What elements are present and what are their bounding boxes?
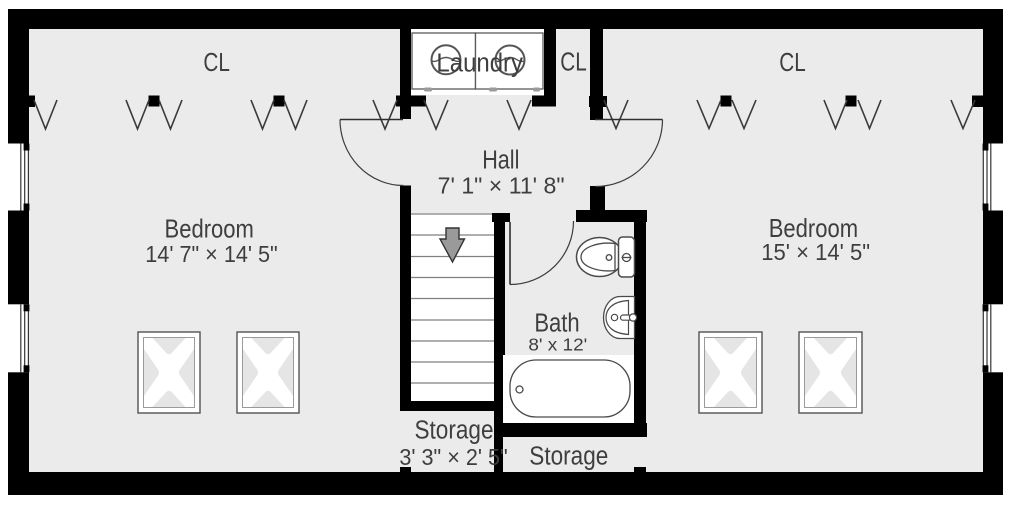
svg-text:8' x 12': 8' x 12': [528, 335, 587, 354]
svg-text:7' 1" × 11' 8": 7' 1" × 11' 8": [438, 172, 565, 198]
svg-text:CL: CL: [203, 48, 230, 77]
svg-text:3' 3" × 2' 5": 3' 3" × 2' 5": [399, 444, 507, 470]
svg-text:Laundry: Laundry: [436, 50, 523, 78]
svg-text:Bedroom: Bedroom: [165, 215, 254, 244]
svg-text:14' 7" × 14' 5": 14' 7" × 14' 5": [145, 241, 277, 267]
svg-text:Hall: Hall: [482, 147, 519, 175]
svg-text:Bedroom: Bedroom: [769, 215, 858, 244]
svg-text:Bath: Bath: [534, 309, 579, 338]
svg-text:Storage: Storage: [529, 442, 608, 471]
svg-text:15' × 14' 5": 15' × 14' 5": [761, 238, 870, 265]
svg-text:CL: CL: [779, 48, 806, 77]
svg-text:CL: CL: [560, 47, 587, 76]
svg-text:Storage: Storage: [415, 416, 494, 445]
